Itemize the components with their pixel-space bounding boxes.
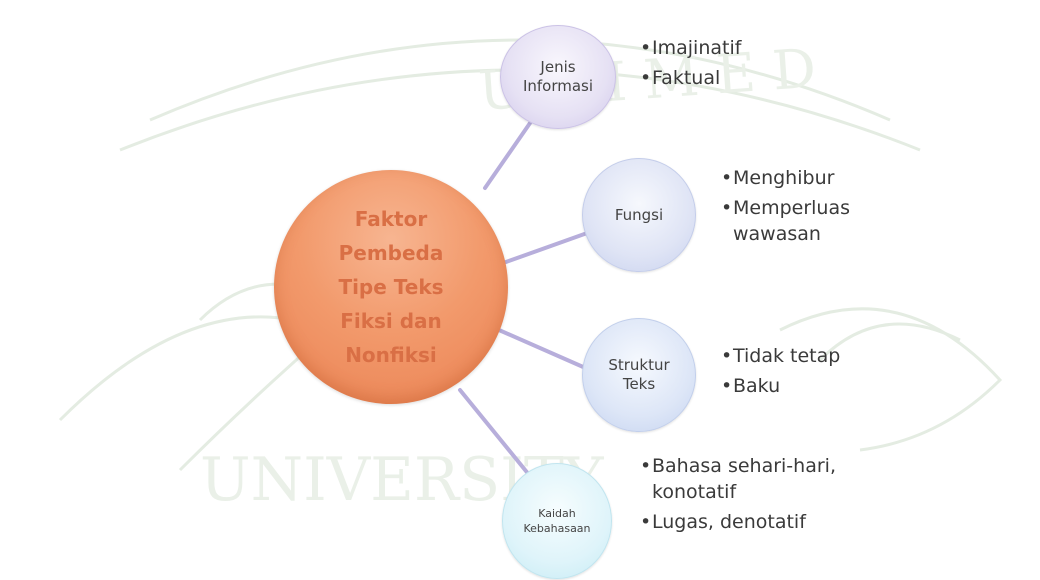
bullet-item: Tidak tetap — [721, 343, 921, 369]
connector-jenis-informasi — [483, 111, 539, 190]
node-label: Jenis — [540, 58, 576, 76]
center-node: Faktor Pembeda Tipe Teks Fiksi dan Nonfi… — [274, 170, 508, 404]
node-kaidah-kebahasaan: Kaidah Kebahasaan — [502, 463, 612, 579]
node-label: Fungsi — [614, 205, 664, 224]
node-fungsi: Fungsi — [582, 158, 696, 272]
node-label: Struktur — [608, 356, 670, 374]
bullet-list-struktur-teks: Tidak tetap Baku — [721, 343, 921, 403]
node-struktur-teks: Struktur Teks — [582, 318, 696, 432]
bullet-item: Imajinatif — [640, 35, 830, 61]
bullet-item: Lugas, denotatif — [640, 509, 860, 535]
bullet-item: Faktual — [640, 65, 830, 91]
center-title-line: Pembeda — [338, 241, 444, 265]
node-label: Informasi — [522, 77, 594, 95]
bullet-list-fungsi: Menghibur Memperluas wawasan — [721, 165, 921, 251]
center-title-line: Faktor — [354, 207, 428, 231]
bullet-list-jenis-informasi: Imajinatif Faktual — [640, 35, 830, 95]
node-label: Kaidah — [538, 507, 576, 520]
bullet-item: Memperluas wawasan — [721, 195, 921, 247]
center-title-line: Tipe Teks — [338, 275, 444, 299]
bullet-item: Bahasa sehari-hari, konotatif — [640, 453, 860, 505]
node-jenis-informasi: Jenis Informasi — [500, 25, 616, 129]
bullet-item: Baku — [721, 373, 921, 399]
bullet-item: Menghibur — [721, 165, 921, 191]
connector-kaidah-kebahasaan — [458, 388, 532, 478]
node-label: Kebahasaan — [523, 522, 591, 535]
node-label: Teks — [622, 375, 656, 393]
bullet-list-kaidah-kebahasaan: Bahasa sehari-hari, konotatif Lugas, den… — [640, 453, 860, 539]
connector-fungsi — [504, 230, 592, 264]
center-title-line: Fiksi dan — [340, 309, 442, 333]
center-title-line: Nonfiksi — [345, 343, 437, 367]
connector-struktur-teks — [497, 328, 592, 372]
